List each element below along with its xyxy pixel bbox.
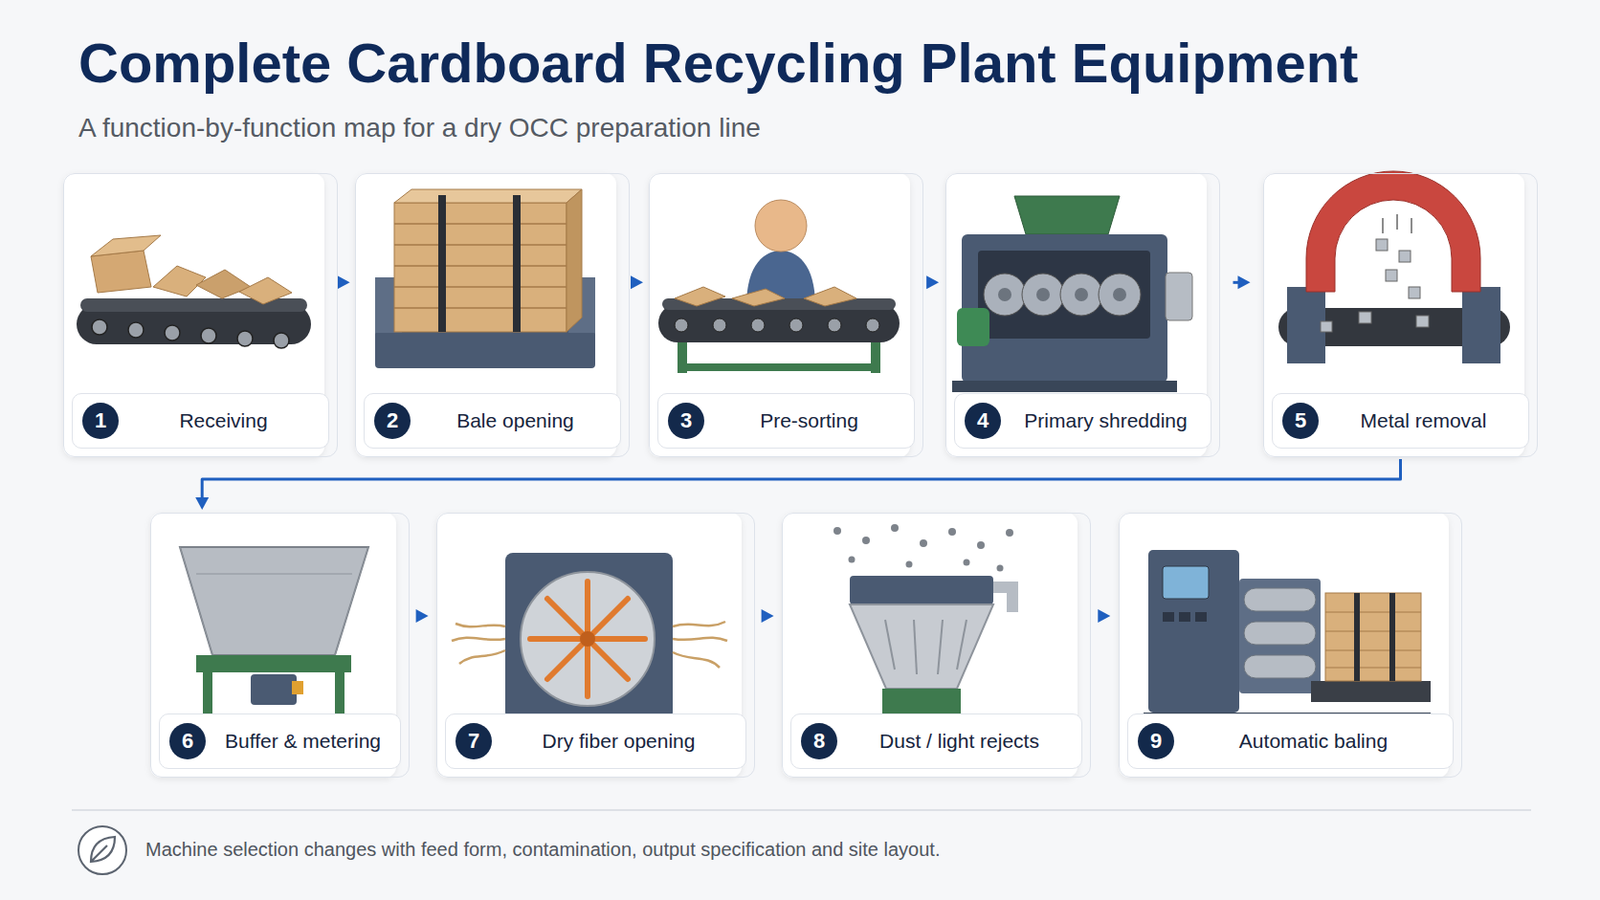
step-label: Dust / light rejects [837,730,1082,754]
subtitle: A function-by-function map for a dry OCC… [78,112,761,144]
step-label: Bale opening [410,409,621,433]
step-label: Primary shredding [1000,409,1211,433]
step-label: Receiving [118,409,329,433]
flow-arrow [1233,275,1251,289]
step-label-pill: 2Bale opening [363,393,622,449]
flow-arrow [416,609,429,623]
step-number: 1 [82,402,119,440]
process-card: 9Automatic baling [1118,512,1463,778]
flow-arrow [926,275,939,289]
flow-arrow [1097,609,1111,623]
step-number: 7 [455,723,492,760]
process-card: 4Primary shredding [945,173,1221,458]
step-label-pill: 6Buffer & metering [158,713,401,770]
step-label: Metal removal [1318,409,1529,433]
step-label-pill: 7Dry fiber opening [444,713,747,770]
step-label-pill: 5Metal removal [1271,393,1530,449]
step-label: Pre-sorting [704,409,914,433]
step-number: 9 [1137,723,1175,760]
step-label: Buffer & metering [205,730,400,754]
process-card: 5Metal removal [1263,173,1538,458]
step-label: Automatic baling [1174,730,1453,754]
step-number: 5 [1282,402,1319,440]
step-label-pill: 8Dust / light rejects [790,713,1083,770]
flow-arrow [630,275,644,289]
process-card: 1Receiving [63,173,338,458]
step-number: 6 [169,723,206,760]
step-number: 3 [667,402,705,440]
flow-arrow [195,459,1400,511]
step-number: 8 [800,723,838,760]
flow-arrow [761,609,775,623]
process-card: 3Pre-sorting [648,173,924,458]
process-card: 8Dust / light rejects [781,512,1091,778]
step-number: 4 [964,402,1001,440]
process-card: 6Buffer & metering [150,512,410,778]
process-card: 2Bale opening [355,173,630,458]
step-label-pill: 3Pre-sorting [657,393,915,449]
step-label: Dry fiber opening [491,730,746,754]
process-card: 7Dry fiber opening [436,512,756,778]
footer-note: Machine selection changes with feed form… [145,839,940,862]
page-title: Complete Cardboard Recycling Plant Equip… [78,30,1358,95]
step-label-pill: 1Receiving [71,393,330,449]
step-number: 2 [374,402,411,440]
step-label-pill: 9Automatic baling [1127,713,1454,770]
step-label-pill: 4Primary shredding [954,393,1212,449]
flow-arrow [337,275,351,289]
